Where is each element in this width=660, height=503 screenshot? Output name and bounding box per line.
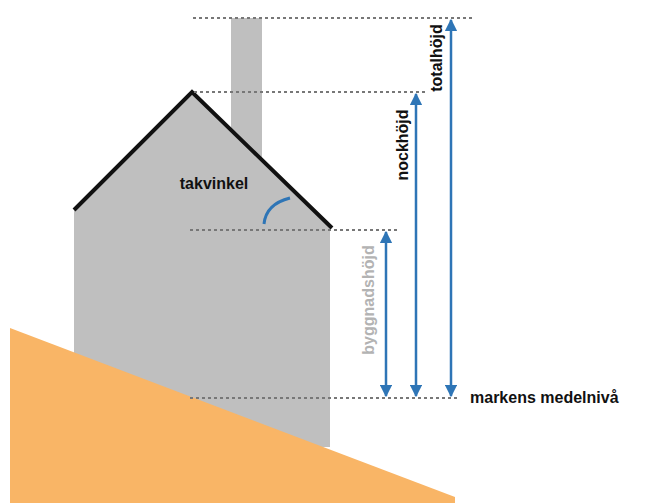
- ground-level-label: markens medelnivå: [470, 390, 619, 406]
- building-height-label: byggnadshöjd: [361, 245, 377, 354]
- ground-slope: [10, 328, 455, 503]
- ridge-line: [194, 91, 426, 93]
- roof-angle-arc: [264, 198, 290, 224]
- total-height-line: [193, 17, 473, 19]
- ridge-height-label: nockhöjd: [395, 109, 411, 180]
- roof-angle-label: takvinkel: [180, 176, 248, 192]
- total-height-arrow: [450, 20, 453, 396]
- eave-line: [190, 229, 400, 231]
- roof-line: [74, 92, 332, 228]
- ground-level-line: [190, 397, 460, 399]
- total-height-label: totalhöjd: [429, 24, 445, 92]
- building-height-arrow: [385, 232, 388, 396]
- ridge-height-arrow: [415, 94, 418, 396]
